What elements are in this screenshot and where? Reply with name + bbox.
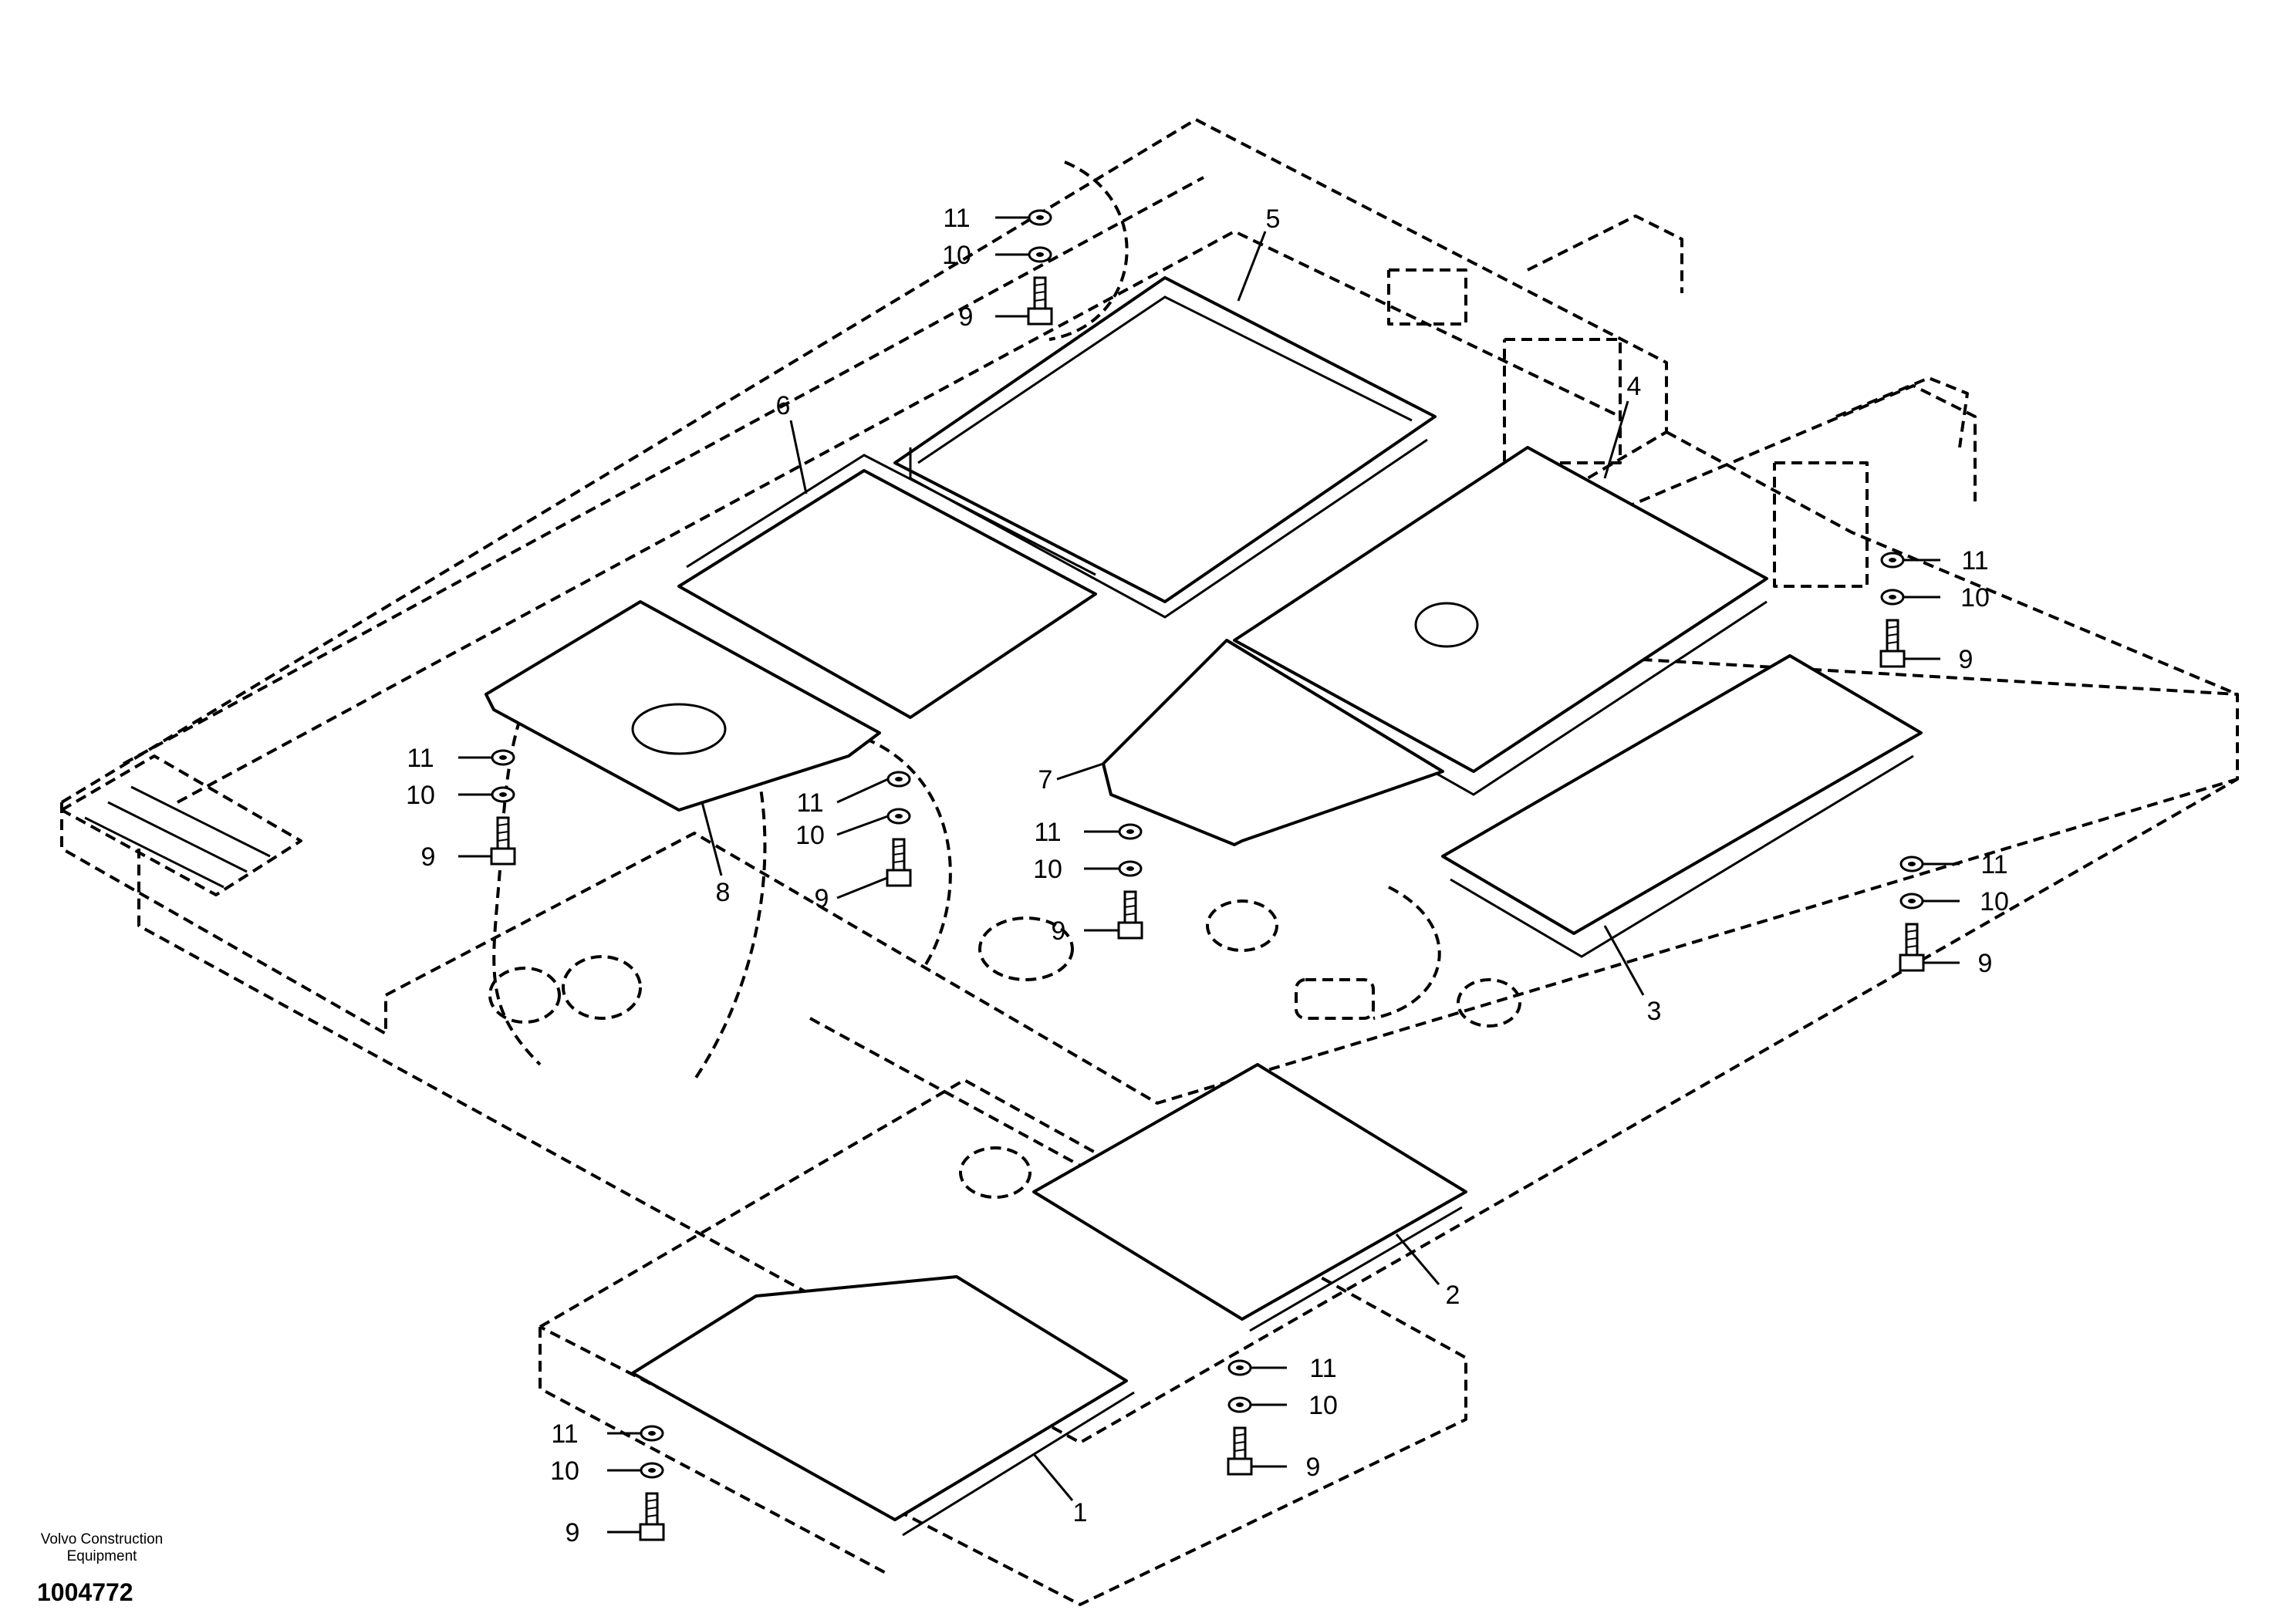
callout-labels: 11 10 9 11 10 9 11 10 9 11 10 9 11 10 9 … bbox=[406, 204, 2009, 1547]
callout-9: 9 bbox=[1052, 916, 1066, 946]
callout-11: 11 bbox=[1309, 1354, 1336, 1383]
fastener-stack-mid bbox=[886, 771, 912, 887]
callout-10: 10 bbox=[1033, 855, 1062, 884]
callout-11: 11 bbox=[1034, 818, 1061, 847]
publisher-line-2: Equipment bbox=[66, 1548, 137, 1564]
fastener-stack-center bbox=[1117, 823, 1143, 940]
callout-10: 10 bbox=[795, 821, 825, 850]
callout-5: 5 bbox=[1266, 204, 1281, 234]
callout-3: 3 bbox=[1647, 997, 1662, 1026]
callout-10: 10 bbox=[942, 241, 971, 270]
callout-6: 6 bbox=[776, 391, 791, 420]
callout-8: 8 bbox=[716, 878, 731, 907]
callout-11: 11 bbox=[943, 204, 970, 233]
cover-plate-6 bbox=[677, 454, 1097, 719]
callout-10: 10 bbox=[1960, 583, 1990, 613]
callout-11: 11 bbox=[1961, 546, 1988, 575]
callout-11: 11 bbox=[1980, 850, 2007, 879]
callout-1: 1 bbox=[1073, 1498, 1088, 1527]
fastener-stack-right-upper bbox=[1879, 552, 1906, 668]
leader-lines bbox=[458, 216, 1960, 1534]
callout-11: 11 bbox=[796, 788, 823, 818]
callout-11: 11 bbox=[551, 1419, 578, 1449]
callout-4: 4 bbox=[1627, 372, 1642, 401]
cover-plate-3 bbox=[1441, 654, 1923, 958]
callout-10: 10 bbox=[1308, 1391, 1338, 1420]
callout-9: 9 bbox=[566, 1518, 580, 1547]
callout-10: 10 bbox=[550, 1456, 579, 1486]
publisher-line-1: Volvo Construction bbox=[40, 1531, 164, 1547]
cover-plate-8 bbox=[485, 600, 881, 812]
callout-11: 11 bbox=[407, 744, 434, 773]
callout-9: 9 bbox=[959, 302, 974, 332]
callout-7: 7 bbox=[1038, 765, 1053, 795]
callout-10: 10 bbox=[406, 781, 435, 810]
callout-9: 9 bbox=[421, 842, 436, 872]
callout-10: 10 bbox=[1980, 887, 2009, 916]
callout-2: 2 bbox=[1446, 1281, 1460, 1310]
cover-plate-7 bbox=[1102, 639, 1444, 846]
cover-plate-5 bbox=[893, 276, 1437, 619]
cover-plate-2 bbox=[1032, 1063, 1467, 1332]
callout-9: 9 bbox=[1959, 645, 1974, 674]
callout-9: 9 bbox=[815, 884, 829, 913]
cover-plate-1 bbox=[631, 1275, 1135, 1537]
callout-9: 9 bbox=[1978, 949, 1993, 978]
document-number: 1004772 bbox=[37, 1578, 133, 1606]
callout-9: 9 bbox=[1306, 1453, 1321, 1482]
fastener-stack-bottom-mid bbox=[1227, 1359, 1253, 1476]
publisher-label: Volvo Construction Equipment bbox=[25, 1531, 179, 1565]
